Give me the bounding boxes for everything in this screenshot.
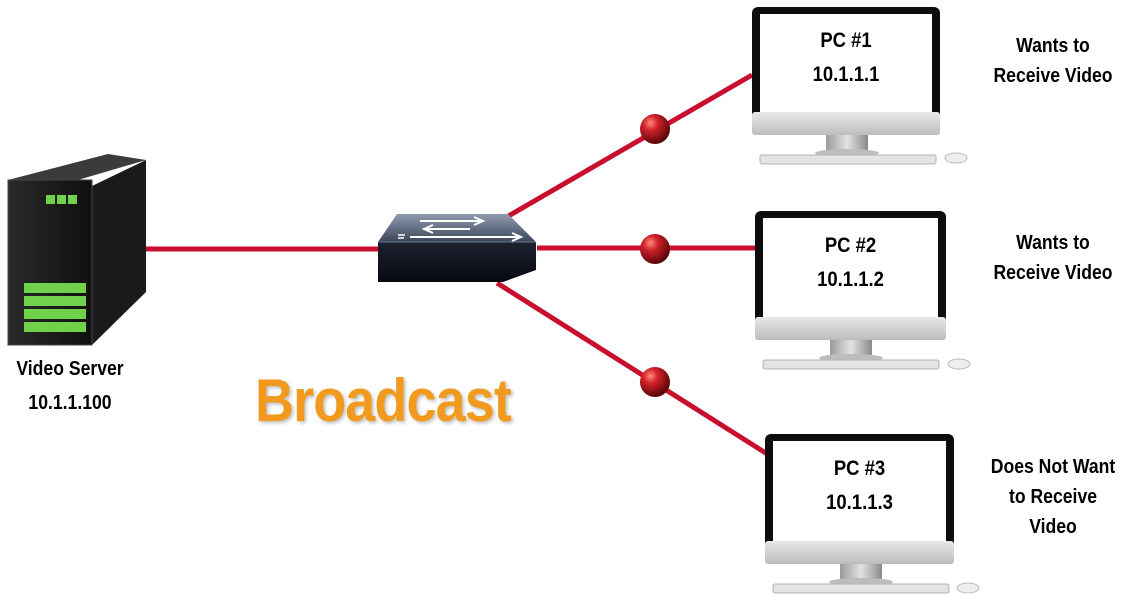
pc3-ip: 10.1.1.3 [826,491,893,514]
packet-dot-icon [640,234,670,264]
pc1-note-line: Wants to [1016,35,1090,57]
pc1-ip: 10.1.1.1 [812,63,880,86]
desktop-computer-icon [752,7,968,165]
pc1-note-line: Receive Video [993,65,1113,87]
link-switch-pc1 [503,72,754,221]
packet-dot-icon [640,367,670,397]
pc2-note: Wants to Receive Video [978,228,1128,288]
server-name: Video Server [16,358,124,380]
server-label: Video Server 10.1.1.100 [8,352,131,420]
pc3-screen-text: PC #3 10.1.1.3 [783,452,935,520]
desktop-computer-icon [755,211,971,370]
pc1-note: Wants to Receive Video [978,31,1128,91]
pc3-name: PC #3 [833,457,886,480]
pc2-name: PC #2 [824,234,877,257]
pc2-note-line: Receive Video [993,262,1113,284]
link-switch-pc3 [495,280,774,460]
pc3-note-line: Does Not Want [990,456,1116,478]
server-ip: 10.1.1.100 [28,392,112,414]
server-tower-icon [7,154,146,346]
packet-dot-icon [640,114,670,144]
pc2-note-line: Wants to [1016,232,1090,254]
pc2-screen-text: PC #2 10.1.1.2 [774,229,928,297]
pc2-ip: 10.1.1.2 [817,268,884,291]
pc3-note-line: to Receive [1008,486,1098,508]
network-switch-icon [378,214,536,282]
diagram-title: Broadcast [255,367,512,434]
pc1-screen-text: PC #1 10.1.1.1 [770,24,921,92]
pc1-name: PC #1 [820,29,872,52]
pc3-note: Does Not Want to Receive Video [978,452,1128,542]
pc3-note-line: Video [1029,516,1077,538]
desktop-computer-icon [765,434,980,594]
